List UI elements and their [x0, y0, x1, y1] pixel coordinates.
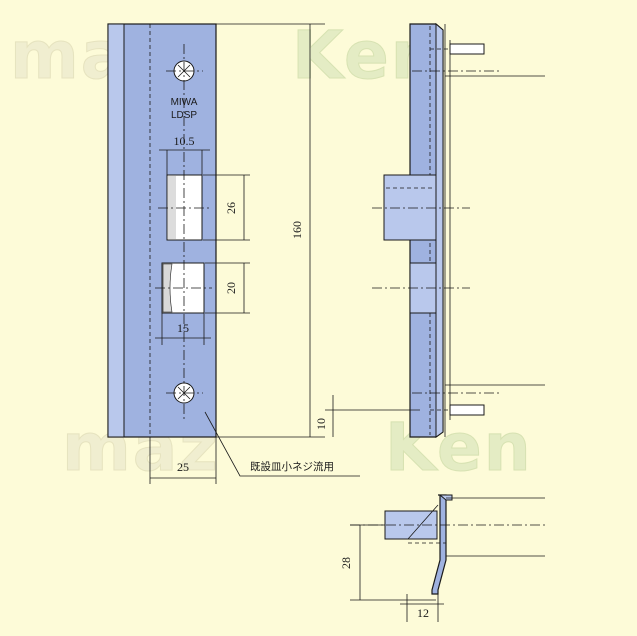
screw-pin-bottom-icon	[449, 404, 485, 416]
plate-section-profile	[431, 494, 447, 595]
dim-latch-height: 26	[224, 202, 238, 214]
dim-plate-width: 25	[177, 460, 189, 474]
screw-pin-top-icon	[449, 43, 485, 55]
latch-box-side	[383, 174, 437, 241]
side-view: 10	[314, 22, 545, 438]
section-view: 28 12	[339, 494, 545, 622]
dim-section-width: 12	[417, 606, 429, 620]
watermark-bottom: maz Ken	[62, 409, 533, 487]
dim-plate-height: 160	[290, 221, 304, 239]
front-dimensions: 10.5 26 20 15 25 160 既設皿小ネジ流用	[149, 23, 360, 484]
screw-reuse-note: 既設皿小ネジ流用	[250, 460, 334, 473]
brand-ldsp: LDSP	[171, 110, 197, 121]
dim-section-depth: 28	[339, 557, 353, 569]
front-view: MIWA LDSP	[107, 23, 217, 438]
dim-bottom-offset: 10	[314, 418, 328, 430]
watermark-ken-bottom: Ken	[385, 409, 533, 486]
dim-deadbolt-width: 15	[177, 321, 189, 335]
watermark-top: maz Ken	[10, 17, 439, 95]
dim-latch-width: 10.5	[174, 134, 195, 148]
plate-bent-edge	[107, 23, 125, 438]
note-leader-line	[204, 411, 360, 477]
dim-deadbolt-height: 20	[224, 282, 238, 294]
